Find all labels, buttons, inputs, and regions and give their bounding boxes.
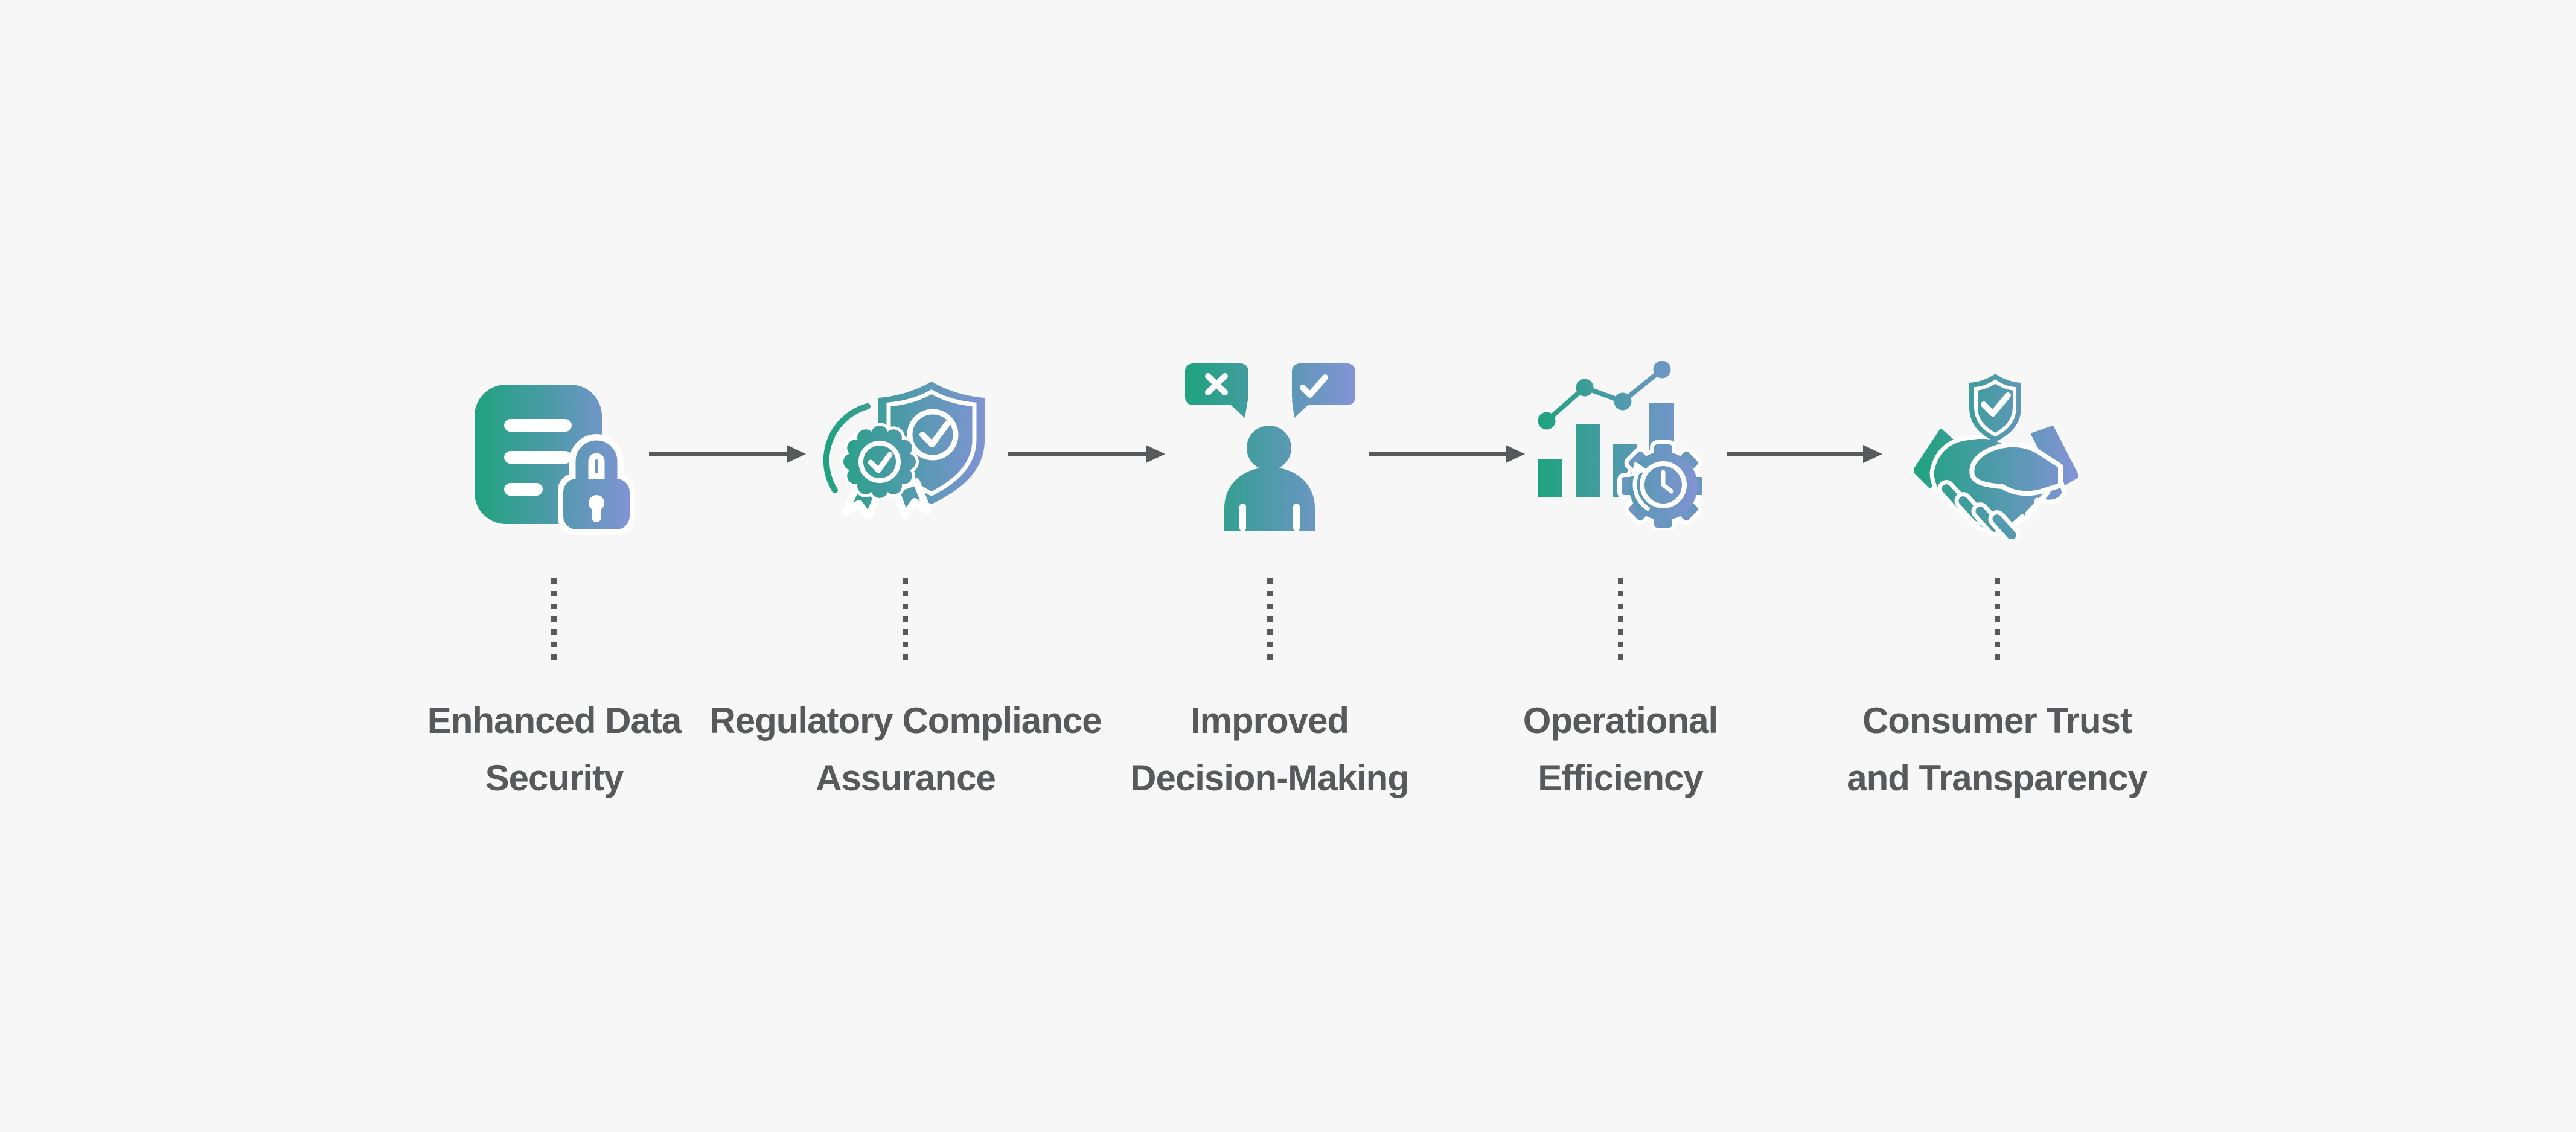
flow-arrow-1 <box>649 445 806 463</box>
knuckle-fingers <box>1937 480 2021 539</box>
arrow-shaft <box>1008 452 1146 456</box>
trend-line <box>1538 361 1671 430</box>
dotted-connector-4 <box>1618 578 1623 667</box>
step-label-consumer-trust: Consumer Trust and Transparency <box>1725 692 2269 807</box>
arrow-head-icon <box>1146 445 1165 463</box>
dotted-connector-3 <box>1267 578 1273 667</box>
step-label-operational-efficiency: Operational Efficiency <box>1349 692 1892 807</box>
flow-arrow-2 <box>1008 445 1165 463</box>
arrow-shaft <box>1369 452 1507 456</box>
label-line: Enhanced Data <box>427 700 682 741</box>
step-label-enhanced-data-security: Enhanced Data Security <box>283 692 826 807</box>
step-label-regulatory-compliance: Regulatory Compliance Assurance <box>634 692 1177 807</box>
flow-arrow-4 <box>1727 445 1882 463</box>
label-line: Operational <box>1523 700 1718 741</box>
label-line: and Transparency <box>1847 758 2148 798</box>
handshake-shield-icon <box>1914 373 2078 539</box>
label-line: Assurance <box>816 758 996 798</box>
dotted-connector-2 <box>903 578 908 667</box>
label-line: Security <box>485 758 624 798</box>
label-line: Efficiency <box>1538 758 1703 798</box>
label-line: Improved <box>1190 700 1349 741</box>
arrow-shaft <box>649 452 787 456</box>
arrow-head-icon <box>1506 445 1525 463</box>
label-line: Consumer Trust <box>1862 700 2132 741</box>
chart-gear-clock-icon <box>1538 361 1702 530</box>
rosette-ring <box>858 441 901 483</box>
step-label-improved-decision-making: Improved Decision-Making <box>998 692 1541 807</box>
arc-accent <box>823 403 871 493</box>
arrow-head-icon <box>1863 445 1882 463</box>
lock-shape <box>558 434 635 535</box>
person-decision-bubbles-icon <box>1185 363 1355 532</box>
label-line: Regulatory Compliance <box>709 700 1102 741</box>
dotted-connector-5 <box>1995 578 2000 667</box>
document-lock-icon <box>475 385 638 536</box>
no-bubble <box>1185 363 1248 418</box>
finger-slits <box>2012 489 2051 527</box>
rosette-check <box>868 452 893 473</box>
arrow-shaft <box>1727 452 1864 456</box>
clock-shape <box>1631 461 1687 512</box>
shield-certification-badge-icon <box>823 382 989 519</box>
person-shape <box>1224 426 1315 531</box>
yes-bubble <box>1292 363 1355 418</box>
hand-arch <box>1969 442 2063 496</box>
label-line: Decision-Making <box>1130 758 1410 798</box>
dotted-connector-1 <box>551 578 557 667</box>
trust-shield <box>1969 374 2021 442</box>
arrow-head-icon <box>787 445 806 463</box>
flow-arrow-3 <box>1369 445 1525 463</box>
